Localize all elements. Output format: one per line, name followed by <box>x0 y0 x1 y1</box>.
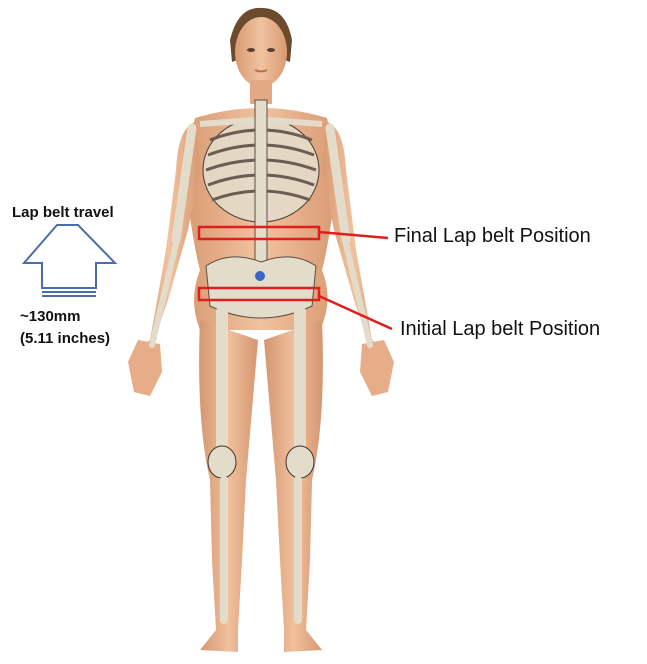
initial-lap-belt-position-label: Initial Lap belt Position <box>400 318 600 341</box>
head <box>235 17 287 104</box>
final-lap-belt-position-label: Final Lap belt Position <box>394 225 591 248</box>
distance-inches: (5.11 inches) <box>20 328 110 350</box>
skeleton <box>152 100 370 620</box>
distance-mm: ~130mm <box>20 306 110 328</box>
lap-belt-travel-title: Lap belt travel <box>12 204 114 221</box>
up-arrow-outline-icon <box>24 225 115 296</box>
lap-belt-travel-distance: ~130mm (5.11 inches) <box>20 306 110 350</box>
